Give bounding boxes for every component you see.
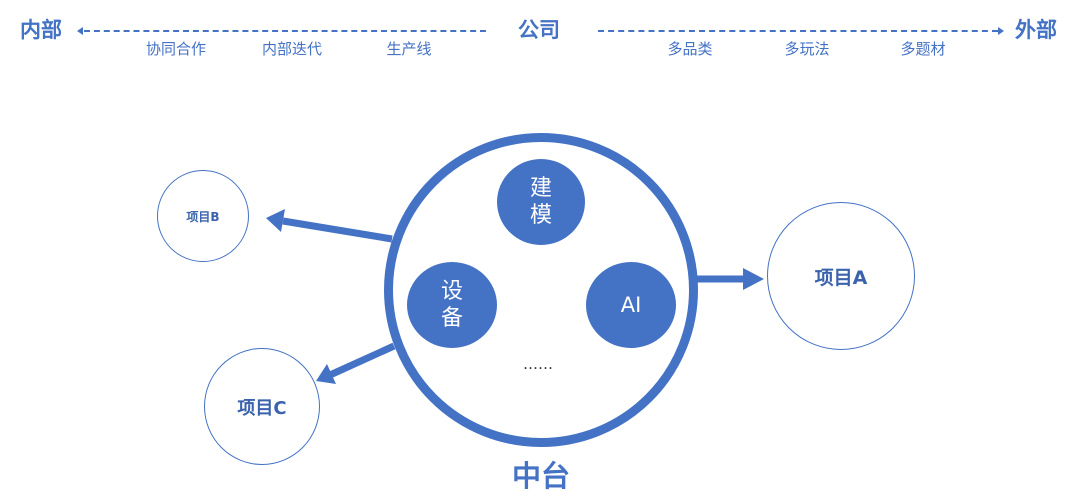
project-b-label: 项目B — [186, 209, 220, 224]
arrow-to-project-c — [328, 342, 396, 379]
module-more: …… — [523, 355, 553, 373]
module-text: 设 — [440, 279, 463, 304]
project-c-label: 项目C — [237, 397, 287, 419]
arrow-to-project-b — [282, 217, 393, 243]
arrow-head-project-c-icon — [316, 364, 336, 384]
axis-left-label: 内部 — [20, 18, 62, 42]
axis-left-item: 内部迭代 — [261, 40, 323, 58]
axis-center-label: 公司 — [518, 18, 560, 42]
axis-right-label: 外部 — [1015, 18, 1057, 42]
project-b: 项目B — [157, 170, 249, 262]
axis-right-arrow-icon — [998, 27, 1004, 35]
module-equipment: 设 备 — [407, 262, 497, 348]
axis-left-dash — [84, 30, 486, 32]
project-a: 项目A — [767, 202, 915, 350]
arrow-head-project-a-icon — [743, 268, 764, 290]
arrow-head-project-b-icon — [266, 209, 285, 232]
axis-left-item: 协同合作 — [145, 40, 207, 58]
hub-label: 中台 — [512, 459, 571, 493]
axis-right-item: 多题材 — [900, 40, 946, 58]
axis-right-item: 多玩法 — [784, 40, 830, 58]
module-text: 建 — [529, 176, 552, 201]
axis-right-dash — [598, 30, 998, 32]
module-text: 模 — [529, 203, 552, 228]
module-modeling: 建 模 — [497, 159, 585, 245]
project-a-label: 项目A — [814, 266, 868, 289]
module-ai: AI — [586, 262, 676, 348]
axis-right-item: 多品类 — [667, 40, 713, 58]
axis-left-arrow-icon — [77, 27, 83, 35]
axis-left-item: 生产线 — [386, 40, 432, 58]
module-text: AI — [620, 292, 642, 317]
module-text: 备 — [440, 306, 463, 331]
project-c: 项目C — [204, 348, 320, 465]
